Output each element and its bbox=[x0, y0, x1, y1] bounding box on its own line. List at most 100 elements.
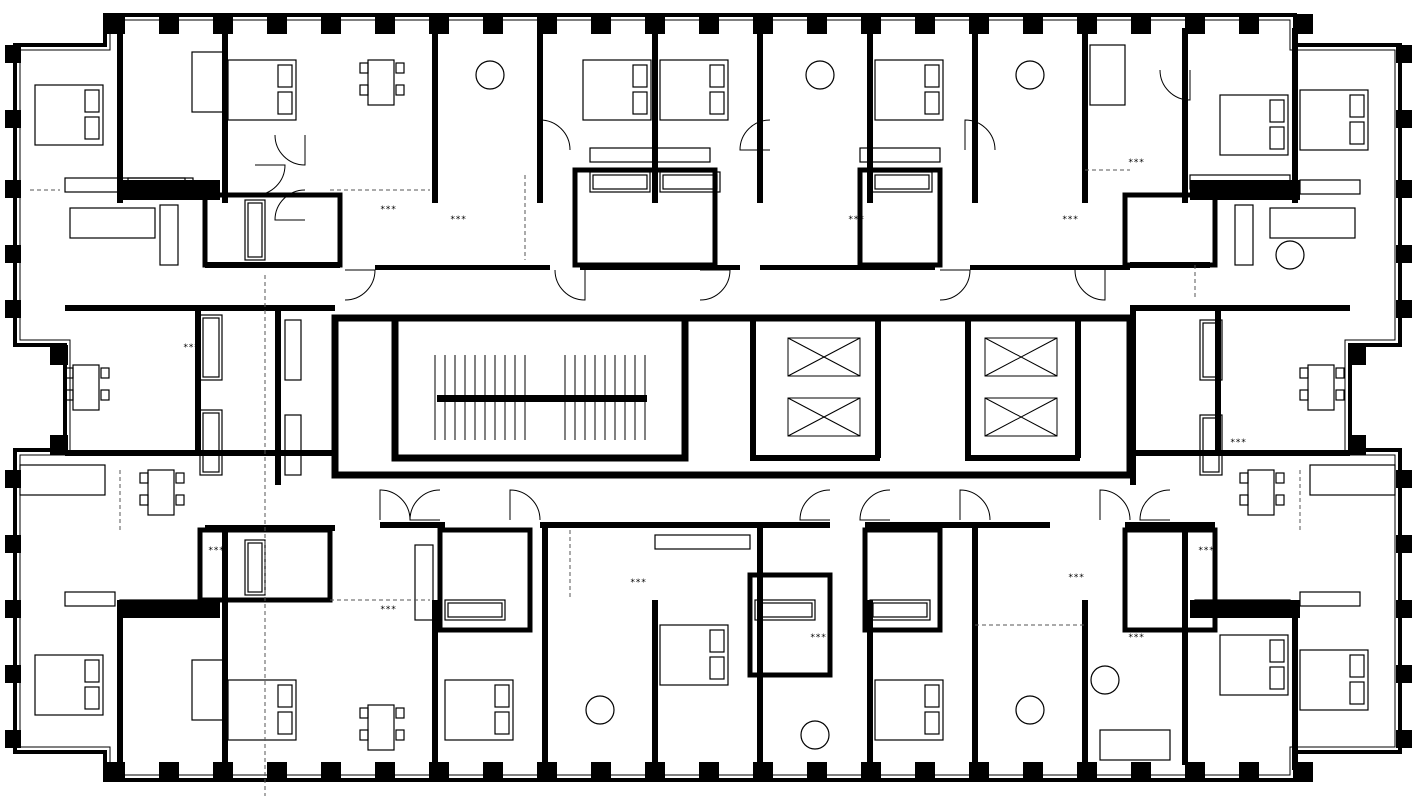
core-outline bbox=[331, 314, 1134, 479]
round-table bbox=[475, 60, 505, 90]
sofa bbox=[1309, 464, 1396, 496]
sofa bbox=[1089, 44, 1126, 106]
dining-table bbox=[367, 59, 395, 106]
door-swing bbox=[799, 489, 831, 521]
stove-marker: *** bbox=[208, 546, 224, 556]
stove-marker: *** bbox=[630, 578, 646, 588]
pillar bbox=[1396, 245, 1412, 263]
dining-table bbox=[1307, 364, 1335, 411]
chair bbox=[1299, 367, 1309, 379]
pillar bbox=[1396, 300, 1412, 318]
bathtub bbox=[659, 171, 721, 193]
pillow bbox=[494, 711, 510, 735]
wardrobe bbox=[284, 319, 302, 381]
pillar bbox=[1396, 665, 1412, 683]
kitchen-counter bbox=[1189, 174, 1291, 190]
door-swing bbox=[509, 489, 541, 521]
core-wall bbox=[750, 318, 756, 458]
door-swing bbox=[379, 489, 411, 521]
round-table bbox=[1015, 60, 1045, 90]
stove-marker: *** bbox=[1230, 438, 1246, 448]
bathroom-block bbox=[862, 527, 943, 633]
pillar bbox=[645, 14, 665, 34]
pillar bbox=[807, 14, 827, 34]
bed bbox=[1299, 89, 1369, 151]
pillar bbox=[1348, 345, 1366, 365]
bathtub bbox=[199, 409, 223, 476]
pillow bbox=[1349, 94, 1365, 118]
kitchen-counter bbox=[119, 599, 201, 615]
corridor-wall bbox=[1125, 522, 1215, 528]
kitchen-counter bbox=[127, 177, 194, 193]
pillow bbox=[277, 91, 293, 115]
round-table bbox=[805, 60, 835, 90]
pillow bbox=[277, 64, 293, 88]
pillar bbox=[159, 14, 179, 34]
partition-bottom bbox=[222, 525, 228, 765]
stove-marker: *** bbox=[848, 215, 864, 225]
pillar bbox=[753, 762, 773, 782]
wardrobe bbox=[284, 414, 302, 476]
bed bbox=[659, 624, 729, 686]
door-swing bbox=[409, 489, 441, 521]
round-table bbox=[800, 720, 830, 750]
pillar bbox=[5, 300, 21, 318]
door-swing bbox=[939, 269, 971, 301]
apartment-partitions bbox=[65, 28, 1350, 770]
dining-table bbox=[367, 704, 395, 751]
pillow bbox=[709, 656, 725, 680]
pillar bbox=[5, 245, 21, 263]
stove-marker: *** bbox=[1128, 158, 1144, 168]
pillow bbox=[84, 659, 100, 683]
core-wall bbox=[965, 455, 1080, 461]
bathtub bbox=[871, 171, 933, 193]
bathtub-inner bbox=[592, 174, 648, 190]
wall bbox=[1130, 450, 1350, 456]
door-swing bbox=[1139, 489, 1171, 521]
pillar bbox=[1396, 535, 1412, 553]
bathtub-inner bbox=[662, 174, 718, 190]
partition-top bbox=[432, 28, 438, 203]
partition-top bbox=[222, 28, 228, 203]
bed bbox=[659, 59, 729, 121]
pillow bbox=[84, 686, 100, 710]
sofa bbox=[1269, 207, 1356, 239]
door-swing bbox=[959, 489, 991, 521]
bathtub bbox=[244, 199, 266, 261]
elevator-shafts bbox=[787, 337, 1058, 437]
door-swing bbox=[859, 489, 891, 521]
pillar bbox=[267, 762, 287, 782]
elevator-shaft bbox=[787, 337, 861, 377]
dining-table bbox=[1247, 469, 1275, 516]
pillow bbox=[494, 684, 510, 708]
bathroom-block bbox=[437, 527, 533, 633]
pillar bbox=[699, 762, 719, 782]
pillar bbox=[50, 345, 68, 365]
kitchen-counter bbox=[589, 147, 711, 163]
furniture bbox=[19, 44, 1396, 761]
stove-marker: *** bbox=[450, 215, 466, 225]
corridor-wall bbox=[865, 522, 1050, 528]
dining-table bbox=[147, 469, 175, 516]
pillow bbox=[277, 711, 293, 735]
core-wall bbox=[965, 318, 971, 458]
kitchen-counter bbox=[654, 534, 751, 550]
round-table bbox=[585, 695, 615, 725]
chair bbox=[1275, 494, 1285, 506]
pillar bbox=[645, 762, 665, 782]
stair-core bbox=[331, 314, 1134, 479]
stove-markers: ****************************************… bbox=[183, 158, 1246, 643]
stove-marker: *** bbox=[810, 633, 826, 643]
sofa bbox=[69, 207, 156, 239]
pillow bbox=[924, 711, 940, 735]
bathtub-inner bbox=[872, 602, 928, 618]
bed bbox=[227, 59, 297, 121]
stove-marker: *** bbox=[1128, 633, 1144, 643]
bed bbox=[1219, 94, 1289, 156]
wall bbox=[275, 310, 281, 485]
wall bbox=[1190, 600, 1300, 618]
pillar bbox=[591, 762, 611, 782]
elevator-cross bbox=[787, 397, 861, 437]
pillar bbox=[807, 762, 827, 782]
